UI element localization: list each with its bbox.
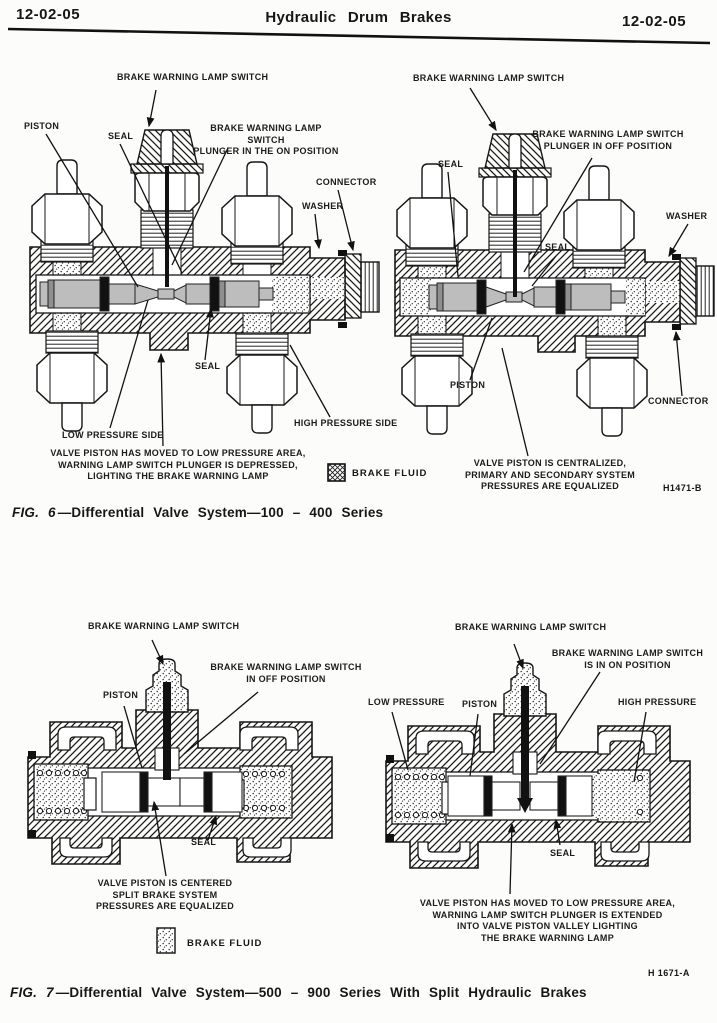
fig6-right-valve [394, 133, 715, 437]
fig6-caption-text: —Differential Valve System—100 – 400 Ser… [57, 505, 384, 520]
fig6-right-leaders [447, 87, 689, 457]
fig7-right-valve [385, 662, 691, 869]
fig7-left-valve [27, 658, 333, 865]
fig7-brake-fluid-swatch [156, 927, 176, 954]
fig6-right-plunger-note: BRAKE WARNING LAMP SWITCH PLUNGER IN OFF… [532, 129, 684, 151]
fig6-caption-number: FIG. 6 [12, 505, 56, 520]
fig6-ref-code: H1471-B [663, 483, 702, 493]
fig7-left-seal-label: SEAL [191, 837, 217, 847]
fig7-caption-text: —Differential Valve System—500 – 900 Ser… [55, 985, 587, 1000]
fig6-right-state-note: VALVE PISTON IS CENTRALIZED, PRIMARY AND… [464, 458, 636, 492]
fig7-left-piston-label: PISTON [103, 690, 139, 700]
fig7-left-plunger-note: BRAKE WARNING LAMP SWITCH IN OFF POSITIO… [210, 662, 362, 684]
fig6-left-state-note: VALVE PISTON HAS MOVED TO LOW PRESSURE A… [50, 448, 306, 482]
fig6-left-seal-lower-label: SEAL [195, 361, 221, 371]
fig6-right-connector-label: CONNECTOR [648, 396, 709, 406]
fig6-left-leaders [45, 89, 355, 447]
fig6-left-seal-upper-label: SEAL [108, 131, 134, 141]
fig7-right-piston-label: PISTON [462, 699, 498, 709]
fig6-left-valve [29, 129, 380, 434]
fig6-legend-label: BRAKE FLUID [352, 468, 428, 479]
fig7-left-switch-label: BRAKE WARNING LAMP SWITCH [88, 621, 240, 631]
fig6-right-switch-label: BRAKE WARNING LAMP SWITCH [413, 73, 565, 83]
fig7-right-switch-label: BRAKE WARNING LAMP SWITCH [455, 622, 607, 632]
fig7-caption: FIG. 7—Differential Valve System—500 – 9… [10, 985, 587, 1000]
fig7-caption-number: FIG. 7 [10, 985, 54, 1000]
fig7-legend-label: BRAKE FLUID [187, 938, 263, 949]
fig7-right-seal-label: SEAL [550, 848, 576, 858]
page-number-left: 12-02-05 [16, 6, 81, 23]
page-number-right: 12-02-05 [622, 13, 687, 30]
fig6-left-washer-label: WASHER [302, 201, 344, 211]
fig7-right-leaders [391, 643, 647, 895]
fig7-right-low-pressure-label: LOW PRESSURE [368, 697, 445, 707]
fig7-left-leaders [123, 639, 259, 877]
fig6-brake-fluid-swatch [327, 463, 346, 482]
fig6-right-piston-label: PISTON [450, 380, 486, 390]
fig7-left-state-note: VALVE PISTON IS CENTERED SPLIT BRAKE SYS… [95, 878, 235, 912]
fig6-left-switch-label: BRAKE WARNING LAMP SWITCH [117, 72, 269, 82]
fig7-right-state-note: VALVE PISTON HAS MOVED TO LOW PRESSURE A… [419, 898, 676, 944]
fig7-right-plunger-note: BRAKE WARNING LAMP SWITCH IS IN ON POSIT… [551, 648, 704, 670]
fig6-left-plunger-note: BRAKE WARNING LAMP SWITCH PLUNGER IN THE… [193, 123, 339, 157]
fig7-ref-code: H 1671-A [648, 968, 690, 978]
fig6-right-seal-mid-label: SEAL [545, 242, 571, 252]
fig6-left-piston-label: PISTON [24, 121, 60, 131]
fig6-right-seal-upper-label: SEAL [438, 159, 464, 169]
fig6-left-high-pressure-label: HIGH PRESSURE SIDE [294, 418, 398, 428]
fig6-left-low-pressure-label: LOW PRESSURE SIDE [62, 430, 164, 440]
fig7-right-high-pressure-label: HIGH PRESSURE [618, 697, 697, 707]
fig6-right-washer-label: WASHER [666, 211, 708, 221]
fig6-caption: FIG. 6—Differential Valve System—100 – 4… [12, 505, 383, 520]
fig6-left-connector-label: CONNECTOR [316, 177, 377, 187]
page-title: Hydraulic Drum Brakes [265, 9, 452, 26]
